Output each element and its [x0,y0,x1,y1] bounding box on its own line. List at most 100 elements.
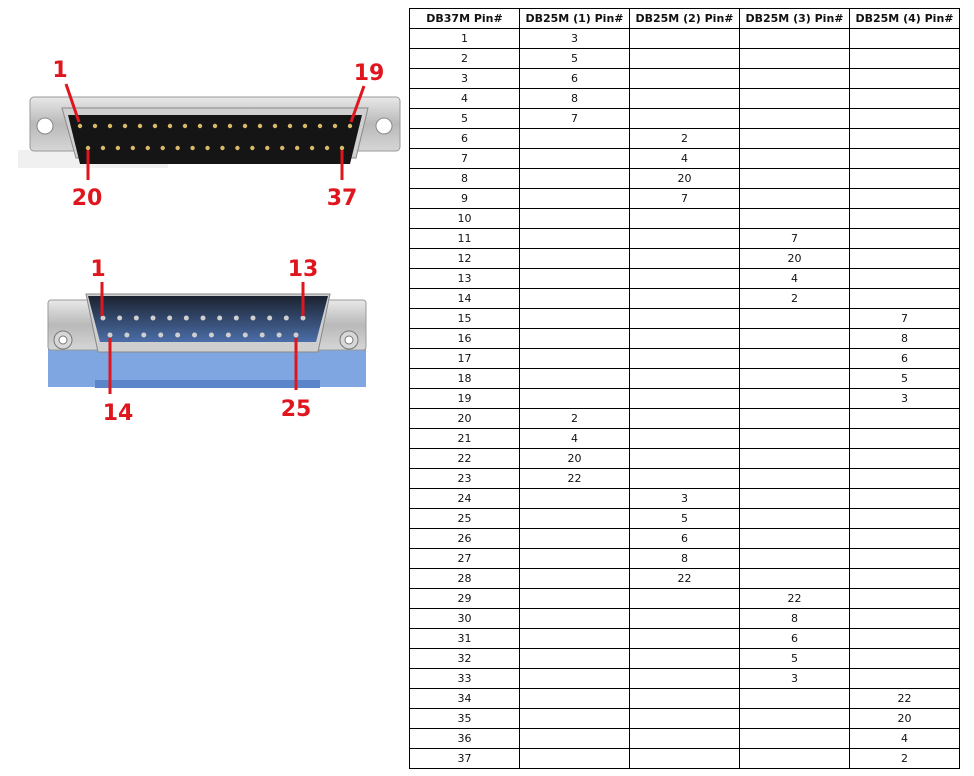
table-cell [739,208,850,229]
table-cell [849,668,960,689]
table-cell: 22 [409,448,520,469]
pin [217,315,223,321]
column-header: DB25M (4) Pin# [849,8,960,29]
table-cell [519,208,630,229]
pin [175,332,181,338]
table-cell [519,188,630,209]
table-cell: 6 [409,128,520,149]
table-cell [739,688,850,709]
table-cell [519,248,630,269]
column-header: DB25M (3) Pin# [739,8,850,29]
table-cell [739,388,850,409]
table-cell: 35 [409,708,520,729]
column-header: DB25M (1) Pin# [519,8,630,29]
table-cell [629,388,740,409]
pin [167,123,173,129]
table-cell [739,108,850,129]
table-cell: 14 [409,288,520,309]
table-cell [519,388,630,409]
table-cell [629,88,740,109]
table-cell [849,28,960,49]
table-cell: 36 [409,728,520,749]
pin [267,315,273,321]
pin-mapping-table: DB37M Pin#DB25M (1) Pin#DB25M (2) Pin#DB… [409,8,960,769]
table-cell: 22 [849,688,960,709]
table-cell: 6 [739,628,850,649]
pin [122,123,128,129]
table-cell: 8 [739,608,850,629]
table-cell: 34 [409,688,520,709]
pin [242,123,248,129]
table-row: 34 22 [409,688,960,709]
table-cell [739,188,850,209]
table-cell: 2 [519,408,630,429]
table-cell [519,628,630,649]
pin [259,332,265,338]
pin [107,123,113,129]
table-cell [849,168,960,189]
table-cell [739,328,850,349]
table-cell [849,208,960,229]
table-cell [739,448,850,469]
table-cell: 27 [409,548,520,569]
table-cell [519,668,630,689]
pin [332,123,338,129]
table-cell [739,408,850,429]
table-cell [849,628,960,649]
pin [347,123,353,129]
table-cell: 2 [629,128,740,149]
pin [182,123,188,129]
table-cell [629,408,740,429]
table-cell: 32 [409,648,520,669]
table-cell [849,588,960,609]
table-cell [629,688,740,709]
table-cell [519,688,630,709]
table-cell [629,68,740,89]
table-cell [629,648,740,669]
table-cell: 20 [739,248,850,269]
table-cell [629,208,740,229]
pin [250,145,255,151]
pin [220,145,225,151]
table-row: 10 [409,208,960,229]
pin [294,145,300,151]
table-cell: 26 [409,528,520,549]
pin [133,315,139,321]
pin [77,123,83,129]
table-cell: 12 [409,248,520,269]
table-cell [519,708,630,729]
table-cell [519,748,630,769]
table-cell [739,348,850,369]
table-cell [629,248,740,269]
table-cell [739,728,850,749]
table-cell [629,448,740,469]
table-cell [629,608,740,629]
table-cell: 20 [849,708,960,729]
table-cell: 7 [519,108,630,129]
pin [145,145,150,151]
table-row: 12 20 [409,248,960,269]
table-cell [629,428,740,449]
pin [293,332,299,338]
pin [302,123,308,129]
table-cell [629,748,740,769]
table-cell: 13 [409,268,520,289]
table-cell: 16 [409,328,520,349]
table-cell: 18 [409,368,520,389]
pin [158,332,164,338]
table-cell: 22 [739,588,850,609]
table-cell [739,368,850,389]
db37-connector: 1 19 20 37 [18,58,401,211]
db25-label-pin-13: 13 [288,257,319,282]
